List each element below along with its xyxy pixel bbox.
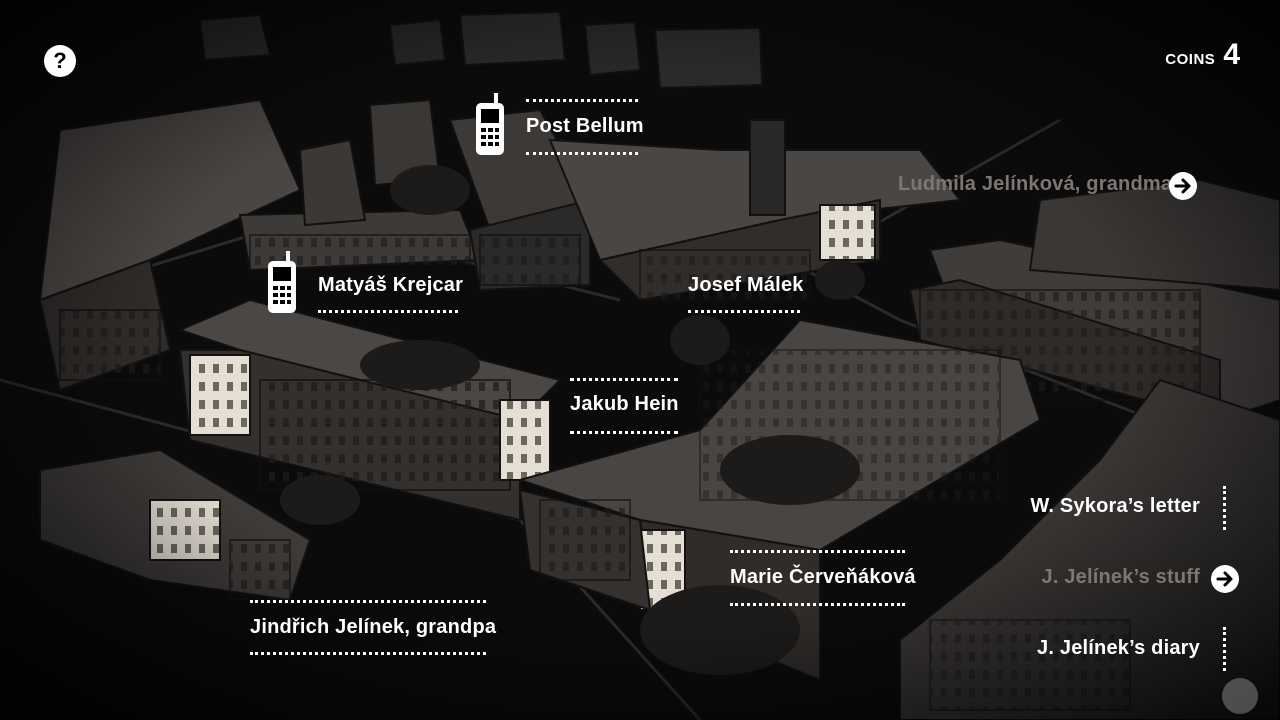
divider <box>250 600 486 603</box>
divider <box>526 99 638 102</box>
divider <box>1223 627 1226 671</box>
divider <box>526 152 638 155</box>
location-matyas-krejcar[interactable]: Matyáš Krejcar <box>318 274 464 296</box>
help-icon: ? <box>53 48 67 73</box>
location-post-bellum[interactable]: Post Bellum <box>526 115 644 137</box>
arrow-right-icon[interactable] <box>1211 565 1239 593</box>
phone-icon <box>266 251 298 320</box>
coins-value: 4 <box>1223 38 1240 71</box>
divider <box>570 431 678 434</box>
divider <box>570 378 678 381</box>
coins-counter: COINS 4 <box>1165 38 1240 72</box>
item-jelinek-diary[interactable]: J. Jelínek’s diary <box>1037 637 1200 659</box>
divider <box>250 652 486 655</box>
help-button[interactable]: ? <box>44 45 76 77</box>
phone-icon <box>474 93 506 162</box>
item-jelinek-stuff[interactable]: J. Jelínek’s stuff <box>1041 566 1200 588</box>
location-jakub-hein[interactable]: Jakub Hein <box>570 393 679 415</box>
location-marie-cervenakova[interactable]: Marie Červeňáková <box>730 566 916 588</box>
divider <box>730 550 905 553</box>
arrow-right-icon[interactable] <box>1169 172 1197 200</box>
divider <box>1223 486 1226 530</box>
divider <box>730 603 905 606</box>
divider <box>688 310 800 313</box>
location-josef-malek[interactable]: Josef Málek <box>688 274 804 296</box>
item-sykora-letter[interactable]: W. Sykora’s letter <box>1030 495 1200 517</box>
location-ludmila-jelinkova[interactable]: Ludmila Jelínková, grandma <box>898 173 1173 195</box>
location-jindrich-jelinek[interactable]: Jindřich Jelínek, grandpa <box>250 616 497 638</box>
coins-label: COINS <box>1165 51 1216 68</box>
watermark-logo <box>1222 678 1258 714</box>
divider <box>318 310 458 313</box>
